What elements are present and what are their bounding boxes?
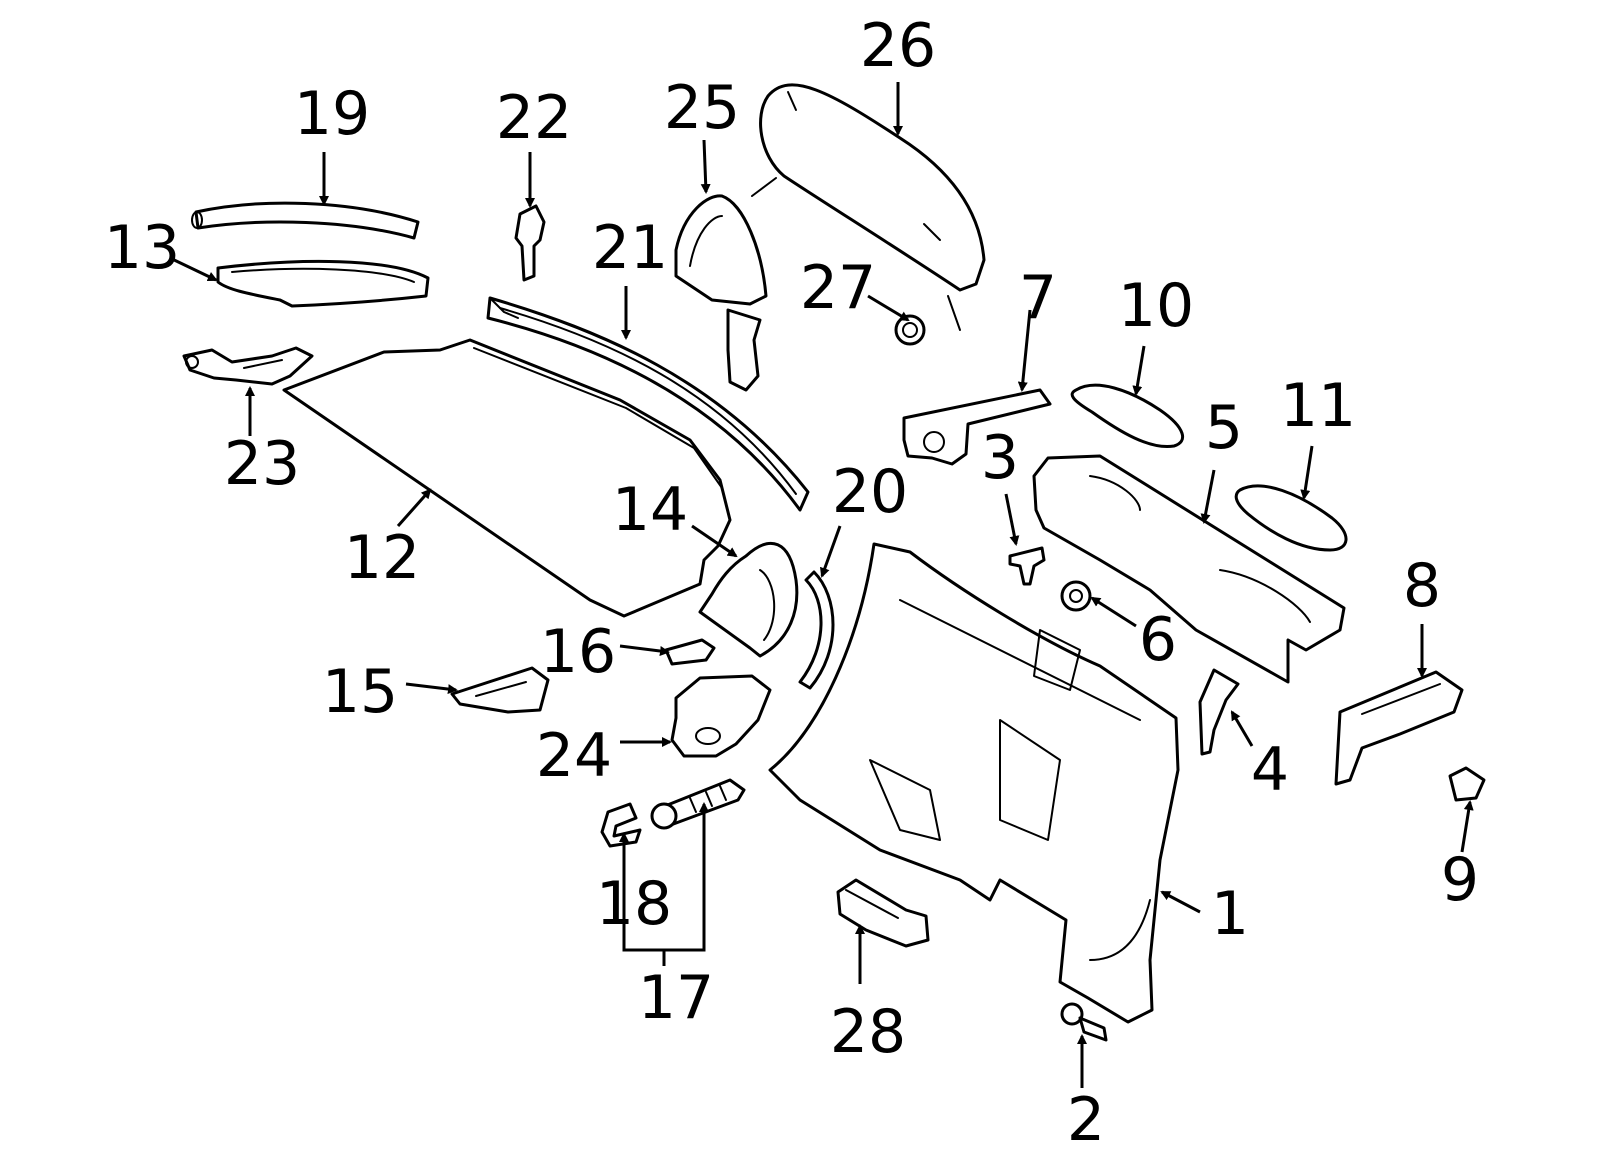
callout-5: 5 [1205,393,1243,463]
part-2-screw [1060,1002,1108,1042]
callout-19: 19 [294,79,370,149]
part-24-hinge-bracket [670,674,772,758]
part-27-grommet [894,314,926,346]
part-5-rear-console [1032,454,1346,684]
callout-17: 17 [638,963,714,1033]
callout-2: 2 [1067,1085,1105,1155]
part-20-seal-strip [798,570,835,690]
callout-7: 7 [1019,263,1057,333]
part-14-corner-cover [698,541,799,658]
part-26-wind-deflector [751,83,986,331]
callout-6: 6 [1139,605,1177,675]
part-21-roof-rail [486,296,810,512]
callout-3: 3 [981,423,1019,493]
part-11-pad [1234,484,1348,552]
part-4-clip [1198,668,1240,756]
callout-22: 22 [496,83,572,153]
callout-18: 18 [596,869,672,939]
part-15-bracket [450,666,550,714]
callout-26: 26 [860,11,936,81]
callout-16: 16 [540,617,616,687]
part-17-stud [650,778,746,830]
callout-20: 20 [832,457,908,527]
part-23-bracket [182,346,314,386]
part-18-clip [600,802,642,848]
callout-12: 12 [344,523,420,593]
callout-10: 10 [1118,271,1194,341]
callout-27: 27 [800,253,876,323]
callout-14: 14 [612,475,688,545]
callout-25: 25 [664,73,740,143]
part-16-clip [664,638,716,666]
callout-11: 11 [1280,371,1356,441]
callout-21: 21 [592,213,668,283]
part-7-bracket-panel [902,388,1052,466]
callout-23: 23 [224,429,300,499]
part-22-clip-pin [514,204,546,282]
part-8-bracket [1334,670,1464,786]
callout-9: 9 [1441,845,1479,915]
part-10-pad [1070,383,1185,449]
callout-15: 15 [322,657,398,727]
callout-8: 8 [1403,551,1441,621]
callout-1: 1 [1211,879,1249,949]
callout-4: 4 [1251,735,1289,805]
leader-lines [169,82,1474,1088]
part-6-grommet [1060,580,1092,612]
part-12-package-tray [282,338,732,618]
part-13-trim-panel [216,259,430,308]
callout-labels: 1 2 3 4 5 6 7 8 9 10 11 12 13 14 15 16 1… [104,11,1479,1155]
part-25-triangle-cover [674,194,768,392]
part-3-pin-clip [1008,546,1046,586]
part-9-clip [1448,766,1486,802]
part-1-side-trim-panel [768,542,1180,1024]
part-19-molding-strip [191,201,420,240]
callout-28: 28 [830,997,906,1067]
callout-13: 13 [104,213,180,283]
part-28-bracket [836,878,930,948]
callout-24: 24 [536,721,612,791]
